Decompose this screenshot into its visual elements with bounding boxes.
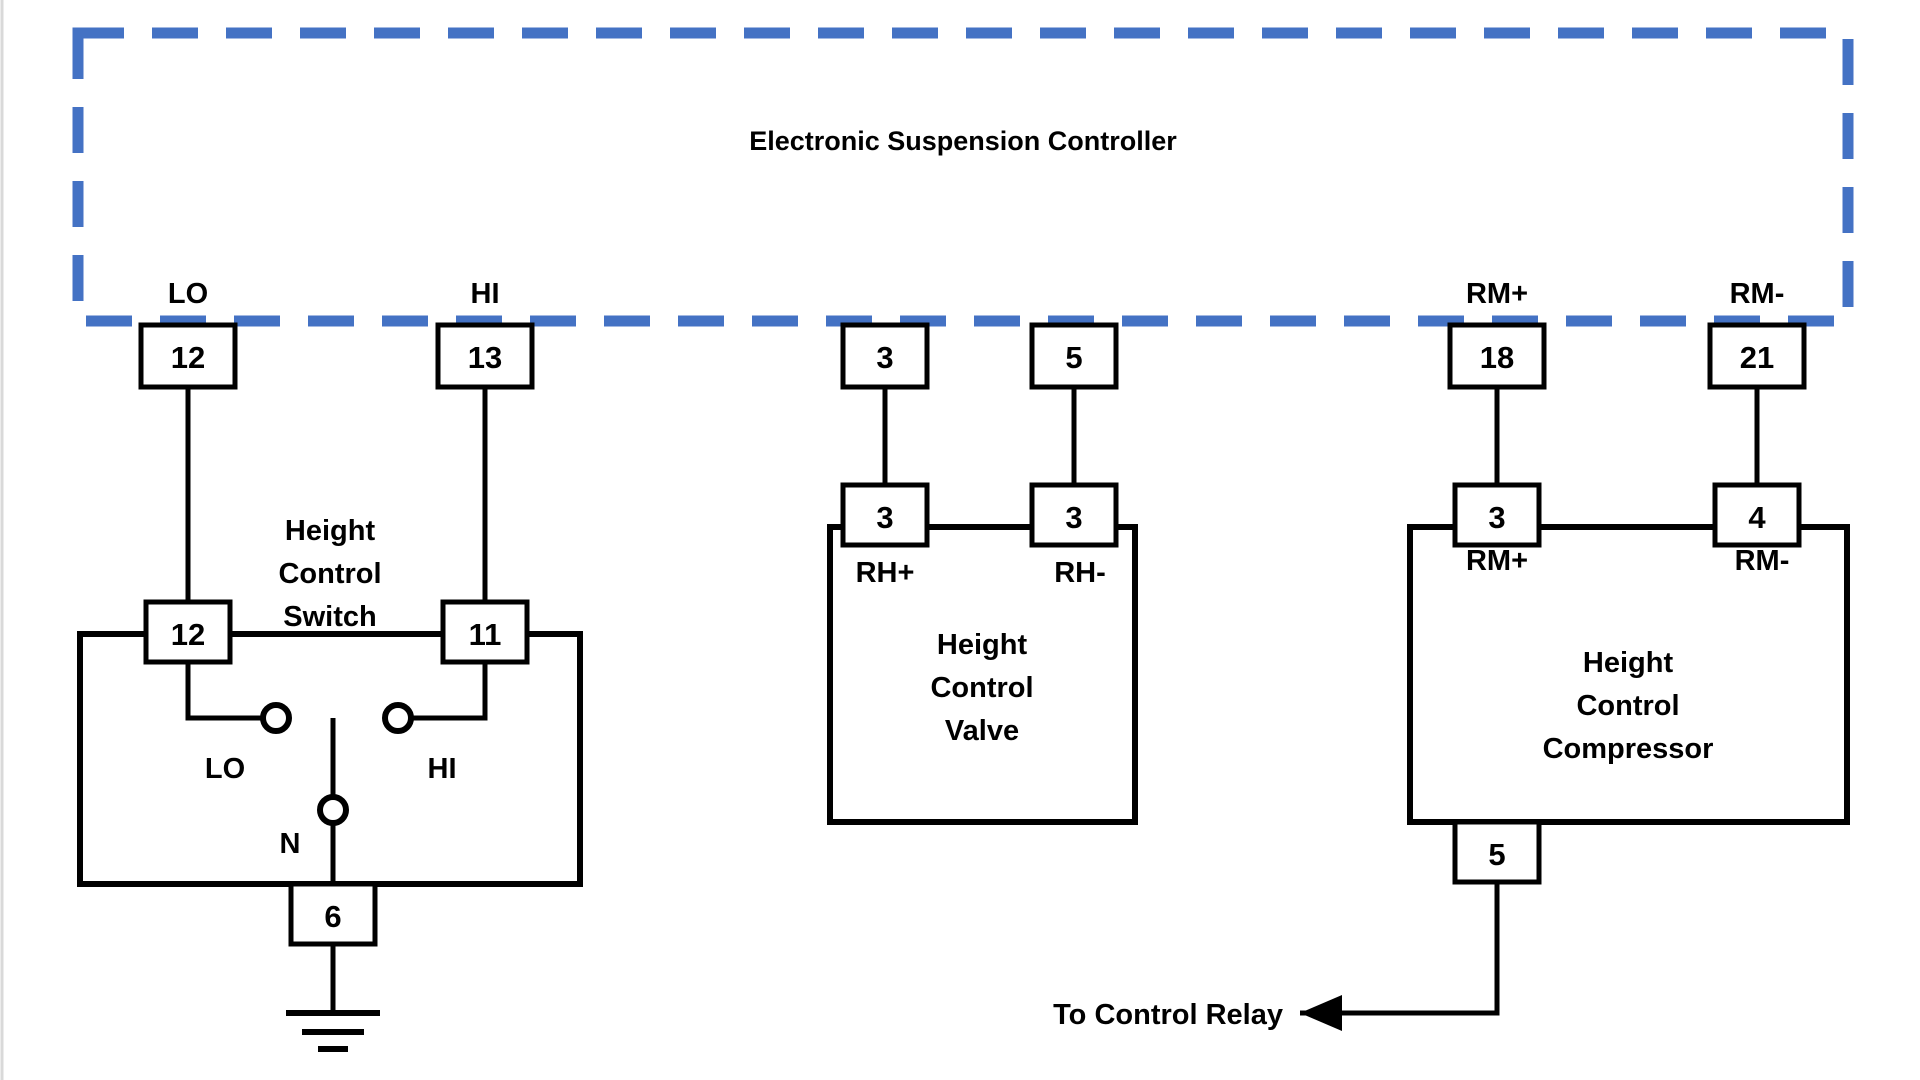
switch-contact-label-hi: HI — [428, 753, 457, 785]
height-control-switch-box — [77, 631, 583, 887]
height-control-compressor-name-line2: Control — [1576, 690, 1679, 722]
switch-contact-n[interactable] — [317, 794, 349, 826]
controller-terminal-label-rm-minus: RM- — [1730, 278, 1785, 310]
to-control-relay-label: To Control Relay — [1053, 999, 1283, 1031]
switch-pin-box-6 — [288, 881, 378, 947]
compressor-terminal-label-rm-minus: RM- — [1735, 545, 1790, 577]
valve-pin-label-3-right: 3 — [1065, 500, 1082, 535]
valve-pin-box-3-left — [840, 482, 930, 548]
switch-pin-label-11: 11 — [469, 617, 502, 652]
controller-pin-label-3: 3 — [876, 340, 893, 375]
switch-contact-hi[interactable] — [382, 702, 414, 734]
valve-terminal-label-rh-plus: RH+ — [856, 557, 915, 589]
controller-title: Electronic Suspension Controller — [749, 126, 1177, 156]
compressor-pin-label-3: 3 — [1488, 500, 1505, 535]
controller-pin-label-12: 12 — [171, 340, 205, 375]
compressor-pin-box-3 — [1452, 482, 1542, 548]
compressor-pin-box-4 — [1712, 482, 1802, 548]
compressor-pin-label-4: 4 — [1748, 500, 1766, 535]
height-control-compressor-box — [1407, 524, 1850, 825]
valve-terminal-label-rh-minus: RH- — [1054, 557, 1106, 589]
valve-pin-label-3-left: 3 — [876, 500, 893, 535]
height-control-compressor-name-line1: Height — [1583, 647, 1674, 679]
controller-pin-box-13 — [435, 322, 535, 390]
controller-terminal-label-rm-plus: RM+ — [1466, 278, 1528, 310]
controller-pin-label-13: 13 — [468, 340, 502, 375]
valve-pin-box-3-right — [1029, 482, 1119, 548]
height-control-valve-name-line1: Height — [937, 629, 1028, 661]
height-control-compressor-name-line3: Compressor — [1543, 733, 1714, 765]
compressor-terminal-label-rm-plus: RM+ — [1466, 545, 1528, 577]
wire-switch12-to-lo-contact — [185, 662, 262, 721]
switch-pin-label-6: 6 — [324, 899, 341, 934]
arrow-left-icon — [1300, 995, 1342, 1031]
wire-compressor5-to-control-relay — [1300, 882, 1500, 1016]
height-control-valve-name-line2: Control — [930, 672, 1033, 704]
wire-switch11-to-hi-contact — [411, 662, 488, 721]
controller-pin-box-21 — [1707, 322, 1807, 390]
height-control-valve-box — [827, 524, 1138, 825]
height-control-switch-name-line2: Control — [278, 558, 381, 590]
switch-pin-box-11 — [440, 599, 530, 665]
height-control-switch-name-line1: Height — [285, 515, 376, 547]
controller-pin-label-21: 21 — [1740, 340, 1774, 375]
controller-pin-box-18 — [1447, 322, 1547, 390]
compressor-pin-label-5: 5 — [1488, 837, 1505, 872]
controller-terminal-label-hi: HI — [471, 278, 500, 310]
switch-contact-lo[interactable] — [260, 702, 292, 734]
switch-pin-label-12: 12 — [171, 617, 205, 652]
switch-contact-label-lo: LO — [205, 753, 245, 785]
electronic-suspension-controller-boundary — [72, 27, 1854, 327]
height-control-valve-name-line3: Valve — [945, 715, 1019, 747]
controller-terminal-label-lo: LO — [168, 278, 208, 310]
height-control-switch-name-line3: Switch — [283, 601, 376, 633]
controller-pin-label-5: 5 — [1065, 340, 1082, 375]
ground-icon — [286, 1010, 380, 1052]
controller-pin-label-18: 18 — [1480, 340, 1514, 375]
switch-contact-label-n: N — [280, 828, 301, 860]
